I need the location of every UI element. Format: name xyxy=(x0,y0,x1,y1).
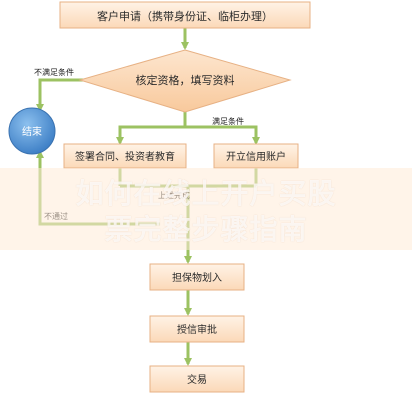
edge-label-not-met: 不满足条件 xyxy=(34,67,74,77)
edge-label-failed: 不通过 xyxy=(44,211,68,221)
edge-label-met: 满足条件 xyxy=(212,116,244,126)
node-open-account: 开立信用账户 xyxy=(213,143,299,169)
edge-label-done: 上述完成 xyxy=(158,190,190,200)
node-credit-approval: 授信审批 xyxy=(149,315,245,343)
node-review-label: 核定资格，填写资料 xyxy=(136,73,235,87)
node-apply-label: 客户申请（携带身份证、临柜办理） xyxy=(97,9,273,23)
node-open-account-label: 开立信用账户 xyxy=(226,150,286,163)
node-review: 核定资格，填写资料 xyxy=(78,49,292,113)
node-trade: 交易 xyxy=(149,365,245,393)
node-end: 结束 xyxy=(8,107,56,155)
node-trade-label: 交易 xyxy=(187,373,207,386)
node-sign-label: 签署合同、投资者教育 xyxy=(75,150,175,163)
node-collateral: 担保物划入 xyxy=(149,263,245,291)
node-sign: 签署合同、投资者教育 xyxy=(63,143,187,169)
edge-branch-open xyxy=(185,125,260,145)
node-collateral-label: 担保物划入 xyxy=(172,271,222,284)
node-apply: 客户申请（携带身份证、临柜办理） xyxy=(59,1,311,29)
edge-branch-sign xyxy=(116,125,185,145)
node-credit-approval-label: 授信审批 xyxy=(177,323,217,336)
node-end-label: 结束 xyxy=(22,125,42,138)
